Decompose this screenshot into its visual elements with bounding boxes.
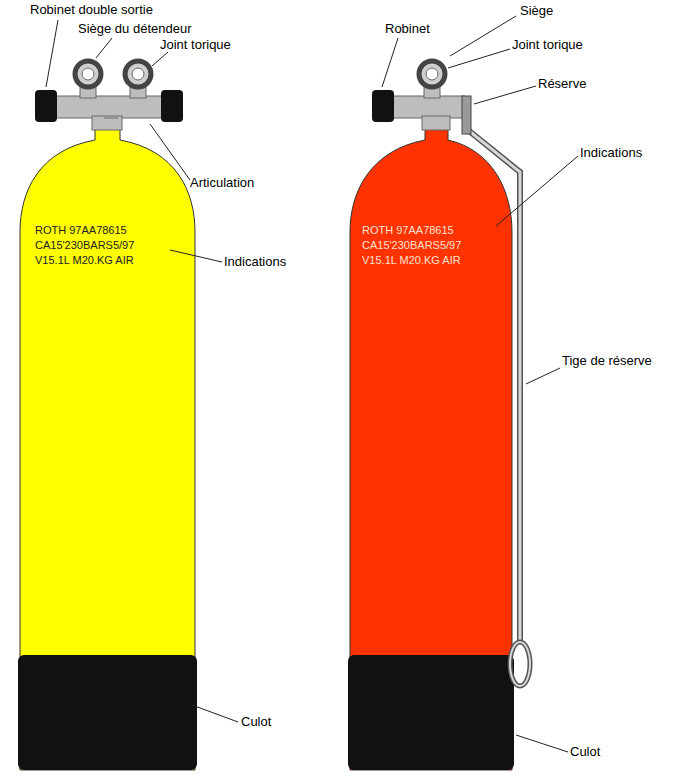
part-label: Réserve bbox=[538, 77, 586, 92]
part-label: Robinet bbox=[385, 22, 430, 37]
tank-marking: ROTH 97AA78615 bbox=[362, 224, 454, 237]
part-label: Culot bbox=[241, 715, 271, 730]
reserve-rod bbox=[468, 130, 520, 640]
tank-marking: CA15'230BARS5/97 bbox=[362, 239, 461, 252]
part-label: Siège bbox=[520, 4, 553, 19]
tank-marking: CA15'230BARS5/97 bbox=[35, 239, 134, 252]
part-label: Siège du détendeur bbox=[78, 22, 191, 37]
o-ring-hole bbox=[82, 68, 94, 80]
valve-knob bbox=[372, 90, 394, 122]
valve-neck bbox=[92, 116, 122, 130]
valve-neck bbox=[422, 116, 450, 130]
valve-body bbox=[55, 96, 163, 118]
part-label: Indications bbox=[224, 255, 286, 270]
tank-marking: V15.1L M20.KG AIR bbox=[362, 254, 461, 267]
part-label: Indications bbox=[580, 146, 642, 161]
tank-marking: ROTH 97AA78615 bbox=[35, 224, 127, 237]
tank-boot bbox=[18, 655, 197, 770]
valve-body bbox=[392, 96, 464, 118]
valve-knob bbox=[35, 90, 57, 122]
o-ring bbox=[125, 61, 151, 87]
reserve-lever bbox=[462, 96, 471, 134]
reserve-ring bbox=[510, 642, 530, 686]
tank-boot bbox=[348, 655, 514, 770]
part-label: Robinet double sortie bbox=[30, 3, 153, 18]
tank-marking: V15.1L M20.KG AIR bbox=[35, 254, 134, 267]
o-ring bbox=[75, 61, 101, 87]
o-ring-hole bbox=[426, 68, 438, 80]
part-label: Articulation bbox=[190, 176, 254, 191]
o-ring bbox=[419, 61, 445, 87]
part-label: Joint torique bbox=[512, 38, 583, 53]
reserve-rod bbox=[468, 130, 520, 640]
part-label: Joint torique bbox=[160, 38, 231, 53]
part-label: Culot bbox=[570, 745, 600, 760]
leader-lines bbox=[46, 16, 578, 752]
reserve-ring bbox=[510, 642, 530, 686]
joint bbox=[104, 118, 118, 119]
o-ring-hole bbox=[132, 68, 144, 80]
valve-knob bbox=[161, 90, 183, 122]
part-label: Tige de réserve bbox=[562, 354, 652, 369]
